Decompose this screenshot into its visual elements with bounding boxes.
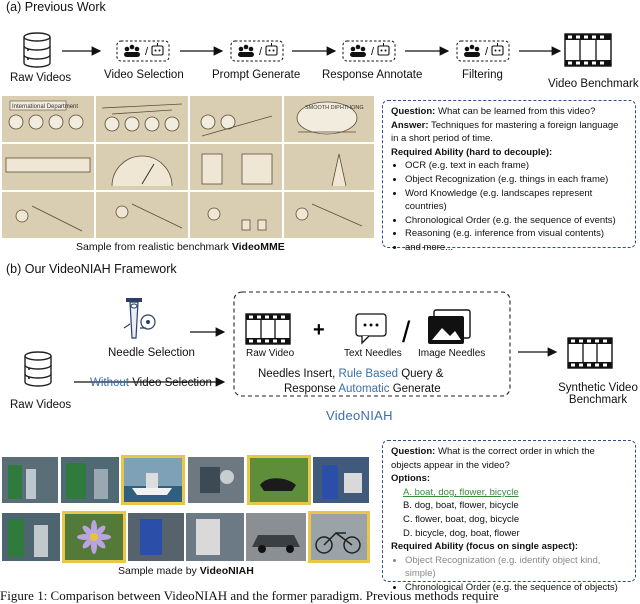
pipeline-a-response-annotate: Response Annotate [322,69,423,81]
sketch-sign-text: International Department [12,104,78,110]
synthetic-benchmark-film-icon [567,337,613,369]
framework-line-2: Response Automatic Generate [284,383,441,395]
pipeline-a-graphics: / / / / [23,32,612,68]
pipeline-a-prompt-generate: Prompt Generate [212,69,301,81]
slash-operator: / [402,316,411,349]
videoniah-question-panel: Question: What is the correct order in w… [382,440,636,593]
image-needle-icon [428,309,471,344]
svg-text:/: / [259,46,263,58]
image-needles-label: Image Needles [418,348,486,359]
svg-text:/: / [145,46,149,58]
videomme-caption: Sample from realistic benchmark VideoMME [76,241,285,253]
ability-item: Word Knowledge (e.g. landscapes represen… [405,187,627,214]
svg-text:/: / [485,46,489,58]
pipeline-a-filtering: Filtering [462,69,503,81]
ability-item: Chronological Order (e.g. the sequence o… [405,581,627,595]
sketch-oval-text: SMOOTH DIPHTHONG [305,105,364,111]
videomme-question-panel: Question: What can be learned from this … [382,100,636,253]
ability-item: Chronological Order (e.g. the sequence o… [405,214,627,228]
figure-caption: Figure 1: Comparison between VideoNIAH a… [0,588,499,603]
plus-operator: + [313,319,325,341]
human-robot-icon-3: / [342,40,396,62]
pipeline-a-video-selection: Video Selection [104,69,184,81]
raw-video-label: Raw Video [246,348,295,359]
ability-item: Object Recognization (e.g. identify obje… [405,554,627,581]
database-icon [24,351,52,387]
film-strip-icon [564,33,612,67]
database-icon [23,32,51,68]
human-robot-icon-2: / [230,40,284,62]
needle-selection-label: Needle Selection [108,347,195,359]
ability-item: OCR (e.g. text in each frame) [405,159,627,173]
ability-item: Object Recognization (e.g. things in eac… [405,173,627,187]
ability-item: Reasoning (e.g. inference from visual co… [405,227,627,241]
pipeline-b-raw-videos: Raw Videos [10,399,72,411]
section-a-title: (a) Previous Work [6,0,106,14]
pipeline-b-graphics: + / [24,291,613,397]
raw-video-film-icon [245,313,291,345]
videomme-sample-frames: International Department SMOOTH DIPHTHON… [2,96,374,238]
option-c: C. flower, boat, dog, bicycle [403,513,520,525]
pipeline-a-raw-videos: Raw Videos [10,72,72,84]
without-video-selection-label: Without Video Selection [90,377,212,389]
human-robot-icon-1: / [116,40,170,62]
ability-item: and more... [405,241,627,255]
human-robot-icon-4: / [456,40,510,62]
needle-mascot-icon [123,298,156,339]
section-b-title: (b) Our VideoNIAH Framework [6,262,177,276]
option-d: D. bicycle, dog, boat, flower [403,527,520,539]
option-b: B. dog, boat, flower, bicycle [403,500,519,512]
option-a: A. boat, dog, flower, bicycle [403,486,519,498]
framework-box [233,291,511,397]
text-needle-icon [355,313,387,345]
framework-line-1: Needles Insert, Rule Based Query & [258,368,444,380]
text-needles-label: Text Needles [344,348,402,359]
pipeline-a-video-benchmark: Video Benchmark [548,78,639,90]
svg-text:/: / [371,46,375,58]
framework-name: VideoNIAH [326,408,393,423]
videoniah-sample-frames [2,455,370,563]
videoniah-caption: Sample made by VideoNIAH [118,565,254,577]
